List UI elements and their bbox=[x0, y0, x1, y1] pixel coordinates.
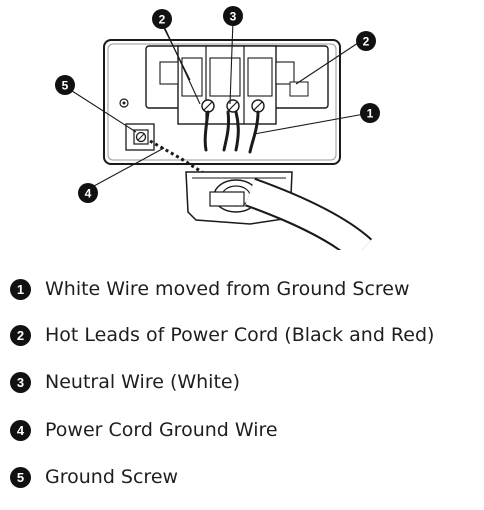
svg-text:3: 3 bbox=[230, 10, 237, 24]
legend-text-5: Ground Screw bbox=[45, 466, 179, 488]
legend-item-5: 5 Ground Screw bbox=[10, 464, 178, 490]
power-cord-ground-wire bbox=[149, 139, 209, 178]
legend-text-2: Hot Leads of Power Cord (Black and Red) bbox=[45, 324, 435, 346]
legend-item-1: 1 White Wire moved from Ground Screw bbox=[10, 276, 410, 302]
svg-text:5: 5 bbox=[62, 79, 69, 93]
svg-text:1: 1 bbox=[367, 107, 374, 121]
leader-lines bbox=[68, 19, 371, 187]
legend-badge-2: 2 bbox=[10, 324, 31, 346]
legend-item-3: 3 Neutral Wire (White) bbox=[10, 369, 240, 395]
callout-3: 3 bbox=[223, 6, 243, 26]
terminal-screw-left bbox=[201, 99, 215, 113]
legend-badge-4: 4 bbox=[10, 419, 31, 441]
callout-5: 5 bbox=[55, 75, 75, 95]
callout-2-right: 2 bbox=[356, 31, 376, 51]
legend-text-1: White Wire moved from Ground Screw bbox=[45, 278, 410, 300]
svg-text:4: 4 bbox=[85, 187, 92, 201]
legend-badge-1: 1 bbox=[10, 278, 31, 300]
legend-badge-5: 5 bbox=[10, 466, 31, 488]
wiring-diagram: 1 2 2 3 4 5 bbox=[55, 6, 380, 250]
legend-text-3: Neutral Wire (White) bbox=[45, 371, 241, 393]
terminal-screw-center bbox=[226, 99, 240, 113]
power-cord bbox=[244, 177, 373, 250]
legend-text-4: Power Cord Ground Wire bbox=[45, 419, 278, 441]
callout-1: 1 bbox=[360, 103, 380, 123]
legend-item-2: 2 Hot Leads of Power Cord (Black and Red… bbox=[10, 322, 434, 348]
legend-item-4: 4 Power Cord Ground Wire bbox=[10, 417, 278, 443]
legend-badge-3: 3 bbox=[10, 371, 31, 393]
callout-4: 4 bbox=[78, 183, 98, 203]
svg-text:2: 2 bbox=[363, 35, 370, 49]
svg-text:2: 2 bbox=[159, 13, 166, 27]
callout-2-left: 2 bbox=[152, 9, 172, 29]
terminal-screw-right bbox=[251, 99, 265, 113]
